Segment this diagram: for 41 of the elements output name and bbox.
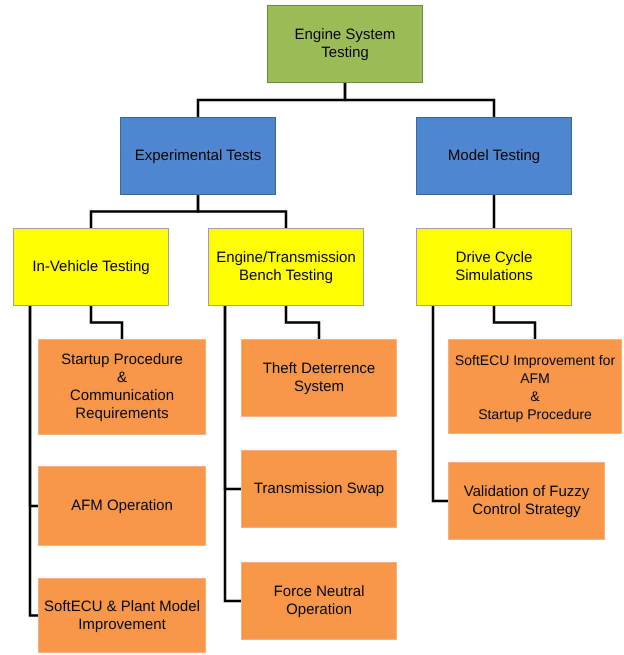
box-label: SoftECU Improvement for AFM (454, 350, 616, 386)
box-label: Force Neutral Operation (272, 583, 366, 619)
task-box (38, 466, 206, 546)
box-label: Theft Deterrence System (262, 360, 376, 396)
box-label: Communication Requirements (68, 387, 176, 423)
box-label: Transmission Swap (254, 480, 384, 498)
subcategory-box (208, 228, 364, 306)
connector-line (344, 83, 496, 117)
box-label: Model Testing (448, 147, 540, 165)
connector-line (492, 306, 536, 339)
box-label: & (530, 386, 540, 404)
box-label: Startup Procedure (478, 404, 592, 422)
box-label: & (116, 369, 127, 387)
connector-line (284, 306, 320, 339)
task-box (448, 339, 622, 434)
box-label: Drive Cycle Simulations (454, 249, 534, 285)
box-label: AFM Operation (71, 497, 173, 515)
connector-line (224, 306, 241, 602)
connector-line (90, 306, 124, 339)
root-box (267, 5, 423, 83)
subcategory-box (13, 228, 169, 306)
task-box (38, 578, 206, 653)
task-box (448, 462, 605, 540)
box-label: Startup Procedure (61, 351, 183, 369)
task-box (241, 339, 397, 417)
connector-line (196, 195, 288, 228)
connector-line (28, 306, 38, 617)
box-label: Validation of Fuzzy Control Strategy (462, 483, 590, 519)
box-label: SoftECU & Plant Model Improvement (43, 598, 201, 634)
task-box (241, 562, 397, 640)
box-label: Experimental Tests (134, 147, 262, 165)
connector-line (432, 306, 448, 502)
category-box (416, 117, 572, 195)
box-label: Engine/Transmission Bench Testing (215, 249, 357, 285)
category-box (120, 117, 276, 195)
task-box (38, 339, 206, 435)
task-box (241, 450, 397, 528)
box-label: Engine System Testing (294, 26, 396, 62)
subcategory-box (416, 228, 572, 306)
connector-line (492, 195, 496, 228)
box-label: In-Vehicle Testing (32, 258, 150, 276)
